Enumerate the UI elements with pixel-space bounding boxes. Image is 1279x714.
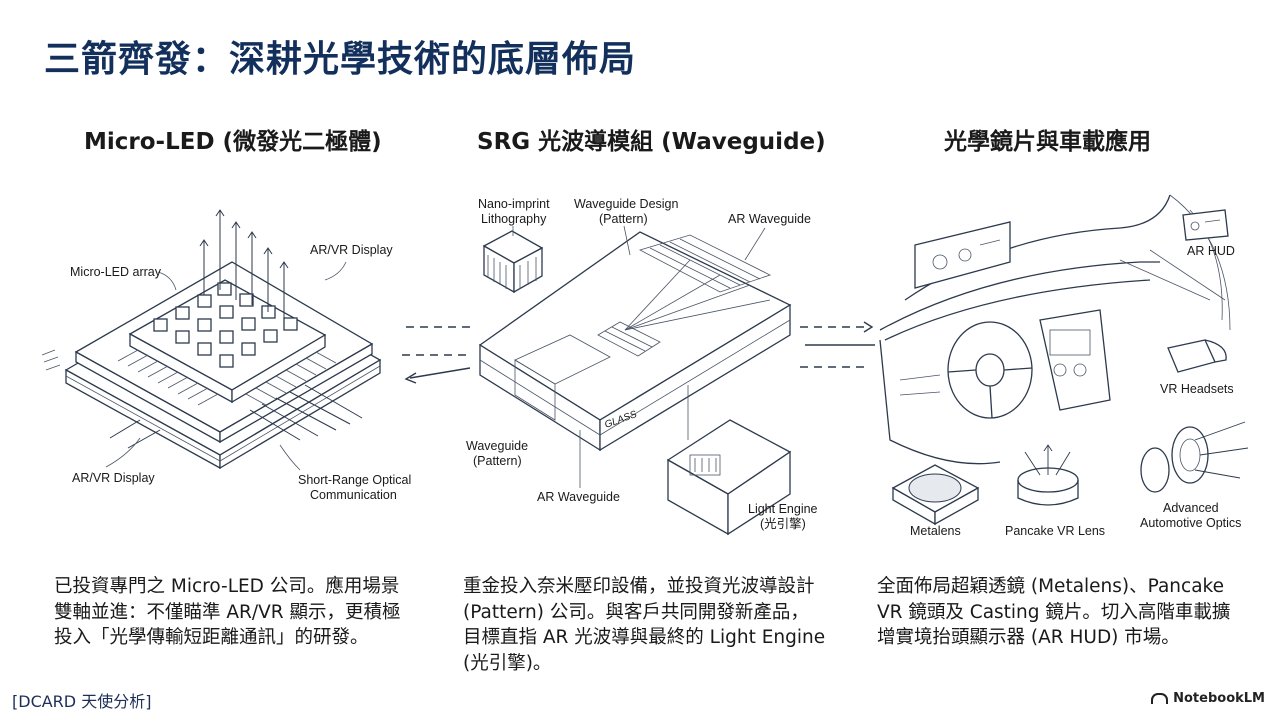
description-line: 全面佈局超穎透鏡 (Metalens)、Pancake [877, 576, 1224, 597]
nano-imprint-label-2: Lithography [481, 212, 547, 226]
microled-optical-comm-label-2: Communication [310, 488, 397, 502]
waveguide-description: 重金投入奈米壓印設備，並投資光波導設計 (Pattern) 公司。與客戶共同開發… [463, 574, 825, 676]
description-line: (Pattern) 公司。與客戶共同開發新產品， [463, 601, 809, 623]
light-engine-label-2: (光引擎) [760, 516, 806, 531]
microled-display-top-label: AR/VR Display [310, 243, 393, 257]
microled-display-bottom-label: AR/VR Display [72, 471, 155, 485]
footer-brand-text: NotebookLM [1173, 691, 1265, 706]
waveguide-design-label-2: (Pattern) [599, 212, 648, 226]
description-line: 已投資專門之 Micro-LED 公司。應用場景 [54, 576, 400, 597]
microled-illustration: Micro-LED array AR/VR Display AR/VR Disp… [41, 209, 411, 502]
footer-source: [DCARD 天使分析] [12, 692, 152, 711]
microled-description: 已投資專門之 Micro-LED 公司。應用場景 雙軸並進：不僅瞄準 AR/VR… [54, 574, 401, 651]
advanced-optics-label-1: Advanced [1163, 501, 1219, 515]
ar-hud-label: AR HUD [1187, 244, 1235, 258]
description-line: 目標直指 AR 光波導與最終的 Light Engine [463, 627, 826, 648]
page-title: 三箭齊發：深耕光學技術的底層佈局 [44, 39, 637, 80]
ar-waveguide-bottom-label: AR Waveguide [537, 490, 620, 504]
advanced-optics-label-2: Automotive Optics [1140, 516, 1241, 530]
column-title-microled: Micro-LED (微發光二極體) [84, 129, 382, 155]
waveguide-design-label-1: Waveguide Design [574, 197, 679, 211]
column-title-optics: 光學鏡片與車載應用 [944, 129, 1151, 155]
light-engine-label-1: Light Engine [748, 502, 818, 516]
footer-brand: NotebookLM [1151, 691, 1265, 706]
optics-illustration: AR HUD VR Headsets Metalens Pancake VR L… [879, 194, 1249, 538]
description-line: 重金投入奈米壓印設備，並投資光波導設計 [463, 576, 815, 597]
optics-description: 全面佈局超穎透鏡 (Metalens)、Pancake VR 鏡頭及 Casti… [877, 574, 1230, 651]
description-line: 增實境抬頭顯示器 (AR HUD) 市場。 [877, 627, 1180, 648]
column-title-waveguide: SRG 光波導模組 (Waveguide) [477, 129, 826, 155]
ar-waveguide-top-label: AR Waveguide [728, 212, 811, 226]
metalens-label: Metalens [910, 524, 961, 538]
description-line: 雙軸並進：不僅瞄準 AR/VR 顯示，更積極 [54, 601, 401, 623]
nano-imprint-label-1: Nano-imprint [478, 197, 550, 211]
waveguide-pattern-label-1: Waveguide [466, 439, 528, 453]
notebooklm-logo-icon [1151, 693, 1169, 704]
description-line: 投入「光學傳輸短距離通訊」的研發。 [54, 627, 369, 648]
description-line: VR 鏡頭及 Casting 鏡片。切入高階車載擴 [877, 601, 1231, 623]
pancake-lens-label: Pancake VR Lens [1005, 524, 1105, 538]
description-line: (光引擎)。 [463, 652, 552, 674]
vr-headsets-label: VR Headsets [1160, 382, 1234, 396]
microled-array-label: Micro-LED array [70, 265, 162, 279]
waveguide-pattern-label-2: (Pattern) [473, 454, 522, 468]
microled-optical-comm-label-1: Short-Range Optical [298, 473, 411, 487]
waveguide-illustration: GLASS Nano-imprint Lithography Waveguide… [466, 197, 818, 536]
